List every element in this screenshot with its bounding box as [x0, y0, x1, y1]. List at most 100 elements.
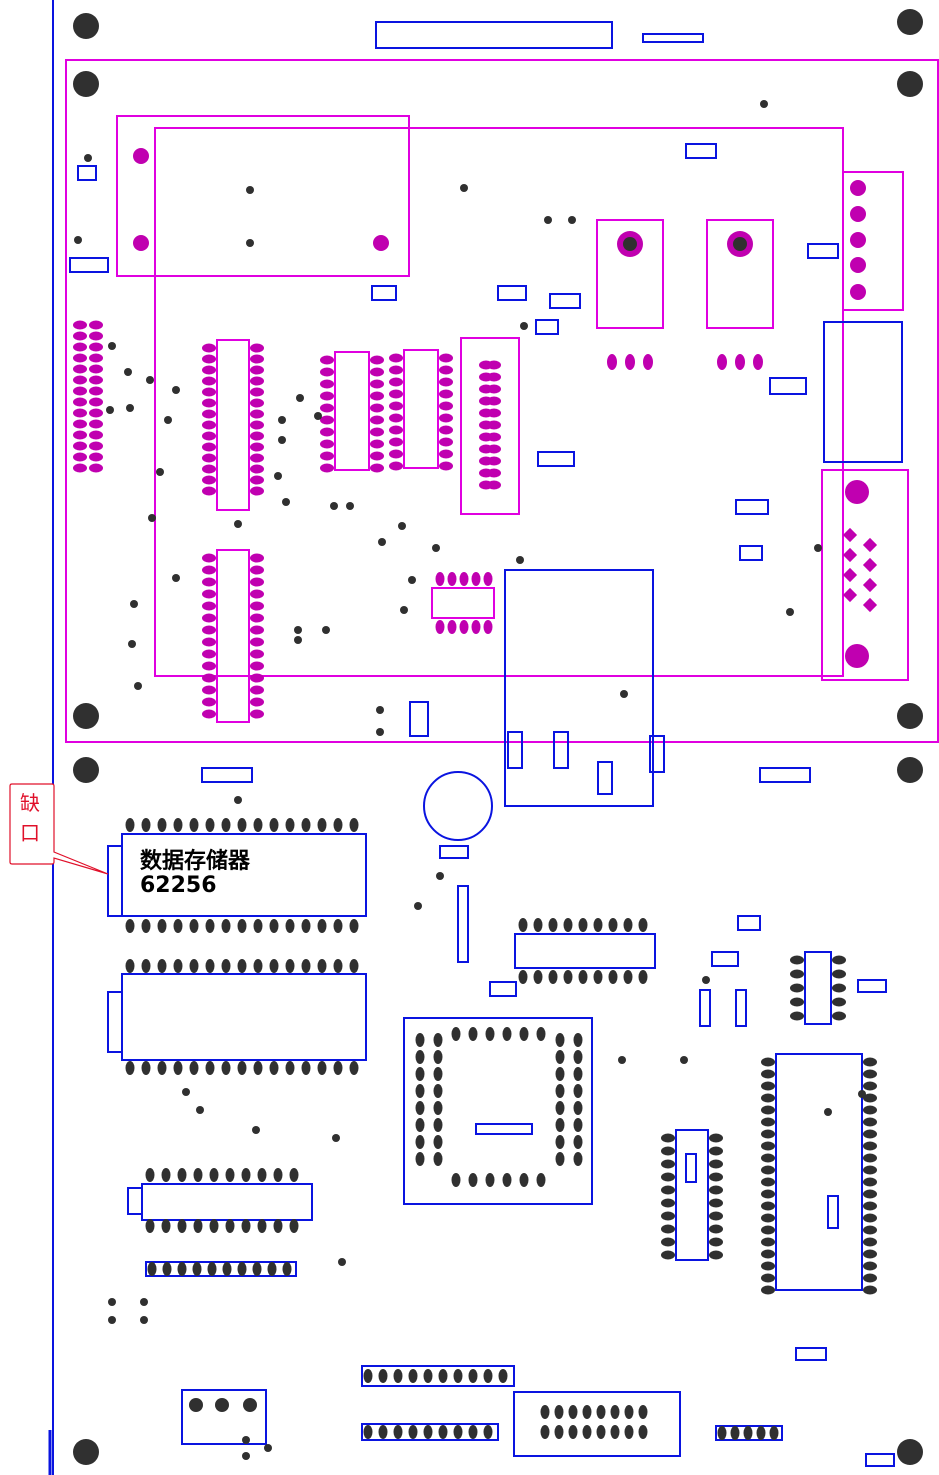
plcc-pin	[555, 1084, 565, 1098]
power-terminal-pad	[243, 1398, 257, 1412]
buzzer-label	[439, 845, 469, 859]
via-28	[378, 538, 386, 546]
resistor-0	[409, 701, 429, 737]
ic-u3-pin	[320, 439, 334, 449]
via-42	[786, 608, 794, 616]
resistor-3	[649, 735, 665, 773]
ic-u9-pin	[638, 970, 648, 984]
header-pin	[89, 364, 103, 374]
ic-u10-pin	[761, 1285, 775, 1295]
ic-u1-pin	[250, 354, 264, 364]
via-10	[124, 368, 132, 376]
mounting-hole	[897, 71, 923, 97]
ic-u7-pin	[289, 1219, 299, 1233]
db9-pin	[842, 567, 858, 583]
header-pin	[73, 342, 87, 352]
mounting-hole	[73, 13, 99, 39]
ic-u9-body	[514, 933, 656, 969]
via-19	[278, 436, 286, 444]
memory-chip-pin	[269, 919, 279, 933]
ic-u9-pin	[563, 970, 573, 984]
plcc-pin	[433, 1118, 443, 1132]
header-strip-1-pin	[222, 1262, 232, 1276]
ic-u6-pin	[301, 959, 311, 973]
bottom-connector-pin	[582, 1425, 592, 1439]
plcc-pin	[415, 1152, 425, 1166]
header-strip-1-pin	[282, 1262, 292, 1276]
ic-u6-pin	[141, 959, 151, 973]
small-component-5	[535, 319, 559, 335]
bottom-connector-pin	[624, 1425, 634, 1439]
ic-u7-pin	[225, 1168, 235, 1182]
db9-mount	[845, 644, 869, 668]
plcc-pin	[468, 1027, 478, 1041]
header-strip-3-pin	[378, 1425, 388, 1439]
ic-u4-pin	[389, 425, 403, 435]
header-strip-3-pin	[408, 1425, 418, 1439]
plcc-pin	[573, 1033, 583, 1047]
header-pin	[73, 463, 87, 473]
ic-u11-pin	[709, 1146, 723, 1156]
ic-u7-pin	[161, 1219, 171, 1233]
ic-u1-pin	[202, 354, 216, 364]
plcc-pin	[433, 1084, 443, 1098]
terminal-pad	[850, 206, 866, 222]
via-0	[760, 100, 768, 108]
plcc-pin	[573, 1135, 583, 1149]
bottom-connector-pin	[568, 1425, 578, 1439]
ic-u2-pin	[250, 577, 264, 587]
via-7	[568, 216, 576, 224]
ic-u7-pin	[209, 1168, 219, 1182]
ic-u3-pin	[370, 439, 384, 449]
memory-chip-pin	[237, 919, 247, 933]
db9-pin	[862, 577, 878, 593]
header-strip-2-pin	[498, 1369, 508, 1383]
power-terminal-pad	[189, 1398, 203, 1412]
small-component-7	[807, 243, 839, 259]
via-26	[148, 514, 156, 522]
db9-pin	[862, 557, 878, 573]
regulator-pin	[607, 354, 617, 370]
ic-u7-pin	[177, 1219, 187, 1233]
ic-u1-pin	[202, 387, 216, 397]
ic-u3-pin	[320, 463, 334, 473]
pad-layer	[73, 9, 923, 1465]
plcc-pin	[415, 1033, 425, 1047]
relay-pad	[133, 148, 149, 164]
header-strip-2-pin	[378, 1369, 388, 1383]
memory-chip-pin	[301, 818, 311, 832]
plcc-pin	[415, 1135, 425, 1149]
connector-pin	[479, 408, 493, 418]
plcc-pin	[415, 1084, 425, 1098]
board-outline	[48, 0, 54, 1475]
mounting-hole	[897, 703, 923, 729]
ic-dip-small-pin	[447, 572, 457, 586]
ic-u3-pin	[320, 427, 334, 437]
plcc-pin	[502, 1027, 512, 1041]
connector-pin	[479, 468, 493, 478]
ic-u3-pin	[370, 367, 384, 377]
ic-dip-small-pin	[435, 620, 445, 634]
ic-dip-small-pin	[447, 620, 457, 634]
bottom-connector-pin	[596, 1425, 606, 1439]
ic-u6-pin	[253, 959, 263, 973]
ic-u9-pin	[608, 918, 618, 932]
ic-u10-pin	[863, 1129, 877, 1139]
ic-u10-pin	[761, 1057, 775, 1067]
memory-chip-pin	[173, 818, 183, 832]
power-section-outline	[504, 569, 654, 807]
ic-u11-pin	[661, 1250, 675, 1260]
header-pin	[73, 397, 87, 407]
ic-u11-pin	[709, 1159, 723, 1169]
ic-u6-pin	[301, 1061, 311, 1075]
ic-u6-pin	[333, 959, 343, 973]
ic-u6-pin	[221, 1061, 231, 1075]
header-strip-1-pin	[252, 1262, 262, 1276]
memory-chip-pin	[141, 919, 151, 933]
ic-u4-pin	[439, 461, 453, 471]
terminal-pad	[850, 284, 866, 300]
via-13	[106, 406, 114, 414]
small-component-16	[795, 1347, 827, 1361]
small-component-8	[769, 377, 807, 395]
ic-u1-pin	[202, 376, 216, 386]
